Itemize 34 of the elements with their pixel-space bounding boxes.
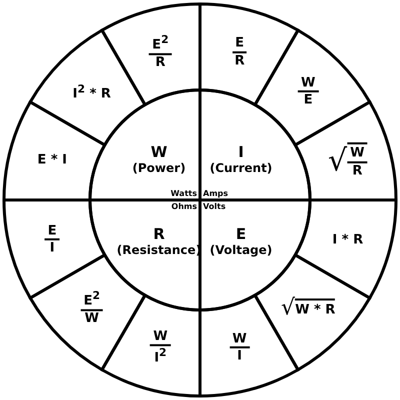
denominator: I (237, 348, 242, 364)
formula: I * R (332, 232, 364, 248)
numerator: E (232, 36, 248, 54)
formula: E * I (37, 152, 67, 168)
denominator: W (84, 311, 99, 326)
quantity-name: (Voltage) (210, 243, 272, 257)
denominator: E (304, 92, 313, 108)
unit-label: Watts (170, 189, 197, 198)
numerator: W (347, 146, 368, 164)
denominator: R (155, 55, 166, 70)
denominator: I$^{2}$ (154, 346, 167, 366)
unit-label: Volts (203, 202, 226, 211)
unit-label: Ohms (171, 202, 197, 211)
quantity-symbol: I (238, 142, 244, 161)
numerator: E (44, 224, 60, 241)
quantity-symbol: W (150, 142, 168, 161)
denominator: I (50, 240, 55, 256)
quantity-name: (Power) (132, 160, 186, 175)
quantity-symbol: E (236, 225, 246, 243)
numerator: W (150, 330, 171, 347)
unit-label: Amps (203, 189, 228, 198)
formula: I$^{2}$ * R (72, 82, 111, 102)
numerator: E$^{2}$ (80, 290, 104, 312)
radical-sign: √ (328, 142, 348, 178)
denominator: R (234, 53, 245, 68)
numerator: W (298, 76, 318, 93)
quantity-name: (Current) (210, 160, 272, 175)
quantity-symbol: R (153, 225, 165, 243)
denominator: R (352, 163, 362, 178)
numerator: W (229, 332, 250, 349)
radical-sign: √ (281, 296, 296, 321)
numerator: E$^{2}$ (149, 34, 172, 56)
formula: W * R (295, 298, 336, 318)
quantity-name: (Resistance) (116, 243, 202, 257)
